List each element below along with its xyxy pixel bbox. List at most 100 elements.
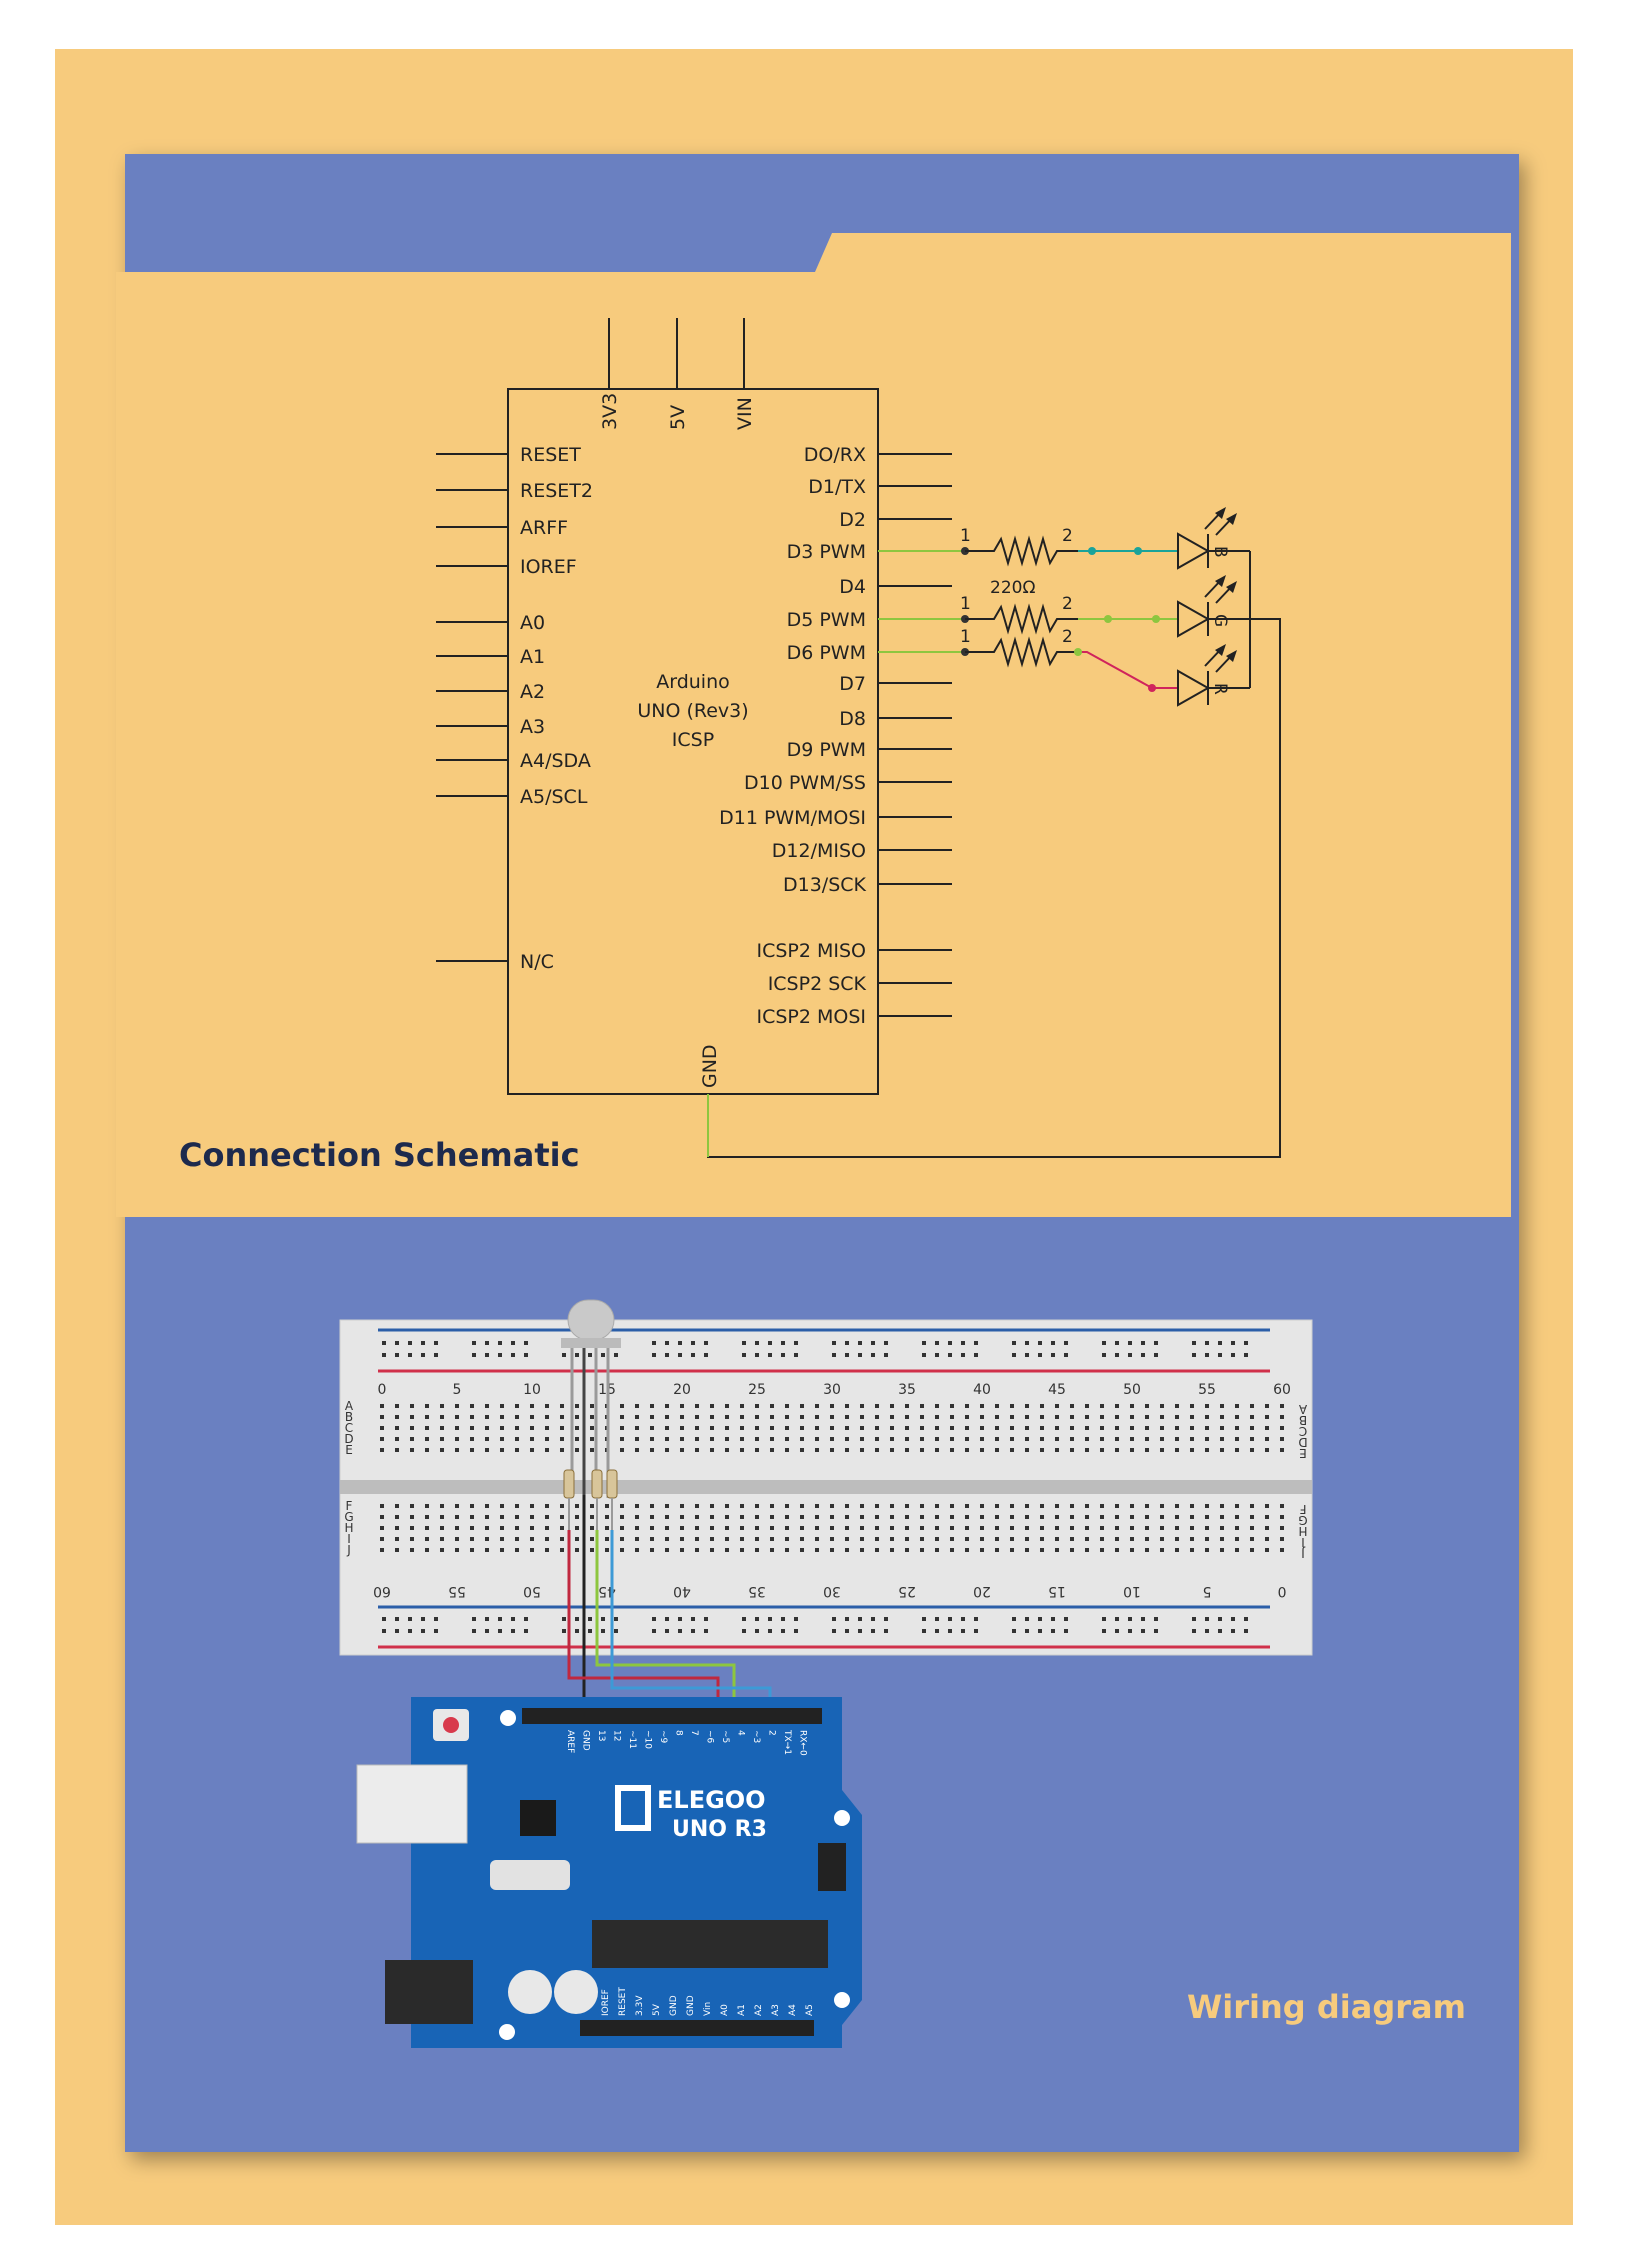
main-hole (770, 1537, 774, 1541)
main-hole (770, 1526, 774, 1530)
rail-hole (768, 1629, 772, 1633)
main-hole (1130, 1404, 1134, 1408)
main-hole (665, 1415, 669, 1419)
main-hole (1085, 1437, 1089, 1441)
main-hole (890, 1404, 894, 1408)
main-hole (890, 1426, 894, 1430)
main-hole (530, 1404, 534, 1408)
main-hole (920, 1426, 924, 1430)
main-hole (1115, 1537, 1119, 1541)
main-hole (560, 1504, 564, 1508)
rail-hole (1205, 1341, 1209, 1345)
rail-hole (1154, 1341, 1158, 1345)
main-hole (905, 1415, 909, 1419)
main-hole (890, 1548, 894, 1552)
main-hole (1010, 1537, 1014, 1541)
rail-hole (845, 1617, 849, 1621)
main-hole (950, 1515, 954, 1519)
main-hole (710, 1404, 714, 1408)
main-hole (680, 1437, 684, 1441)
rail-hole (421, 1353, 425, 1357)
wire-green-d5 (595, 1530, 736, 1722)
main-hole (1205, 1526, 1209, 1530)
wire-dot (1152, 615, 1160, 623)
main-hole (410, 1437, 414, 1441)
main-hole (1220, 1415, 1224, 1419)
rail-hole (1128, 1353, 1132, 1357)
rail-hole (408, 1617, 412, 1621)
main-hole (530, 1537, 534, 1541)
main-hole (725, 1537, 729, 1541)
main-hole (1010, 1437, 1014, 1441)
main-hole (470, 1515, 474, 1519)
rail-hole (832, 1629, 836, 1633)
rail-hole (1115, 1353, 1119, 1357)
rail-hole (665, 1617, 669, 1621)
main-hole (965, 1426, 969, 1430)
light-arrow-head (1226, 581, 1237, 593)
main-hole (1220, 1526, 1224, 1530)
main-hole (680, 1515, 684, 1519)
main-hole (890, 1448, 894, 1452)
main-hole (1175, 1548, 1179, 1552)
main-hole (545, 1448, 549, 1452)
main-hole (725, 1548, 729, 1552)
main-hole (395, 1537, 399, 1541)
main-hole (1250, 1437, 1254, 1441)
rail-hole (472, 1629, 476, 1633)
main-hole (770, 1515, 774, 1519)
main-hole (500, 1515, 504, 1519)
power-pin-label: A2 (754, 2004, 764, 2016)
main-hole (710, 1515, 714, 1519)
rail-hole (1244, 1353, 1248, 1357)
rail-hole (691, 1353, 695, 1357)
main-hole (1190, 1504, 1194, 1508)
main-hole (1205, 1404, 1209, 1408)
wire-red (1078, 651, 1178, 689)
main-hole (740, 1504, 744, 1508)
main-hole (1145, 1515, 1149, 1519)
main-hole (770, 1404, 774, 1408)
column-number: 50 (1123, 1382, 1141, 1398)
main-hole (770, 1415, 774, 1419)
main-hole (485, 1448, 489, 1452)
column-number: 55 (448, 1583, 466, 1599)
main-hole (1190, 1437, 1194, 1441)
main-hole (560, 1437, 564, 1441)
power-pin-label: GND (669, 1995, 679, 2016)
main-hole (665, 1526, 669, 1530)
column-number: 45 (1048, 1382, 1066, 1398)
main-hole (755, 1526, 759, 1530)
rail-hole (948, 1617, 952, 1621)
main-hole (590, 1448, 594, 1452)
crystal (490, 1860, 570, 1890)
main-hole (1235, 1504, 1239, 1508)
main-hole (620, 1426, 624, 1430)
column-number: 10 (1123, 1583, 1141, 1599)
rail-hole (768, 1617, 772, 1621)
main-hole (500, 1426, 504, 1430)
rail-hole (845, 1341, 849, 1345)
main-hole (665, 1548, 669, 1552)
main-hole (920, 1526, 924, 1530)
column-number: 40 (973, 1382, 991, 1398)
main-hole (575, 1404, 579, 1408)
main-hole (1235, 1448, 1239, 1452)
main-hole (440, 1548, 444, 1552)
main-hole (425, 1448, 429, 1452)
rail-hole (1038, 1629, 1042, 1633)
main-hole (515, 1404, 519, 1408)
main-hole (620, 1504, 624, 1508)
resistor-3 (978, 636, 1078, 668)
main-hole (725, 1526, 729, 1530)
power-pin-label: A0 (720, 2004, 730, 2016)
main-hole (1130, 1515, 1134, 1519)
main-hole (575, 1415, 579, 1419)
main-hole (1160, 1526, 1164, 1530)
main-hole (1280, 1515, 1284, 1519)
main-hole (725, 1515, 729, 1519)
main-hole (725, 1404, 729, 1408)
main-hole (950, 1548, 954, 1552)
main-hole (1265, 1426, 1269, 1430)
main-hole (755, 1548, 759, 1552)
